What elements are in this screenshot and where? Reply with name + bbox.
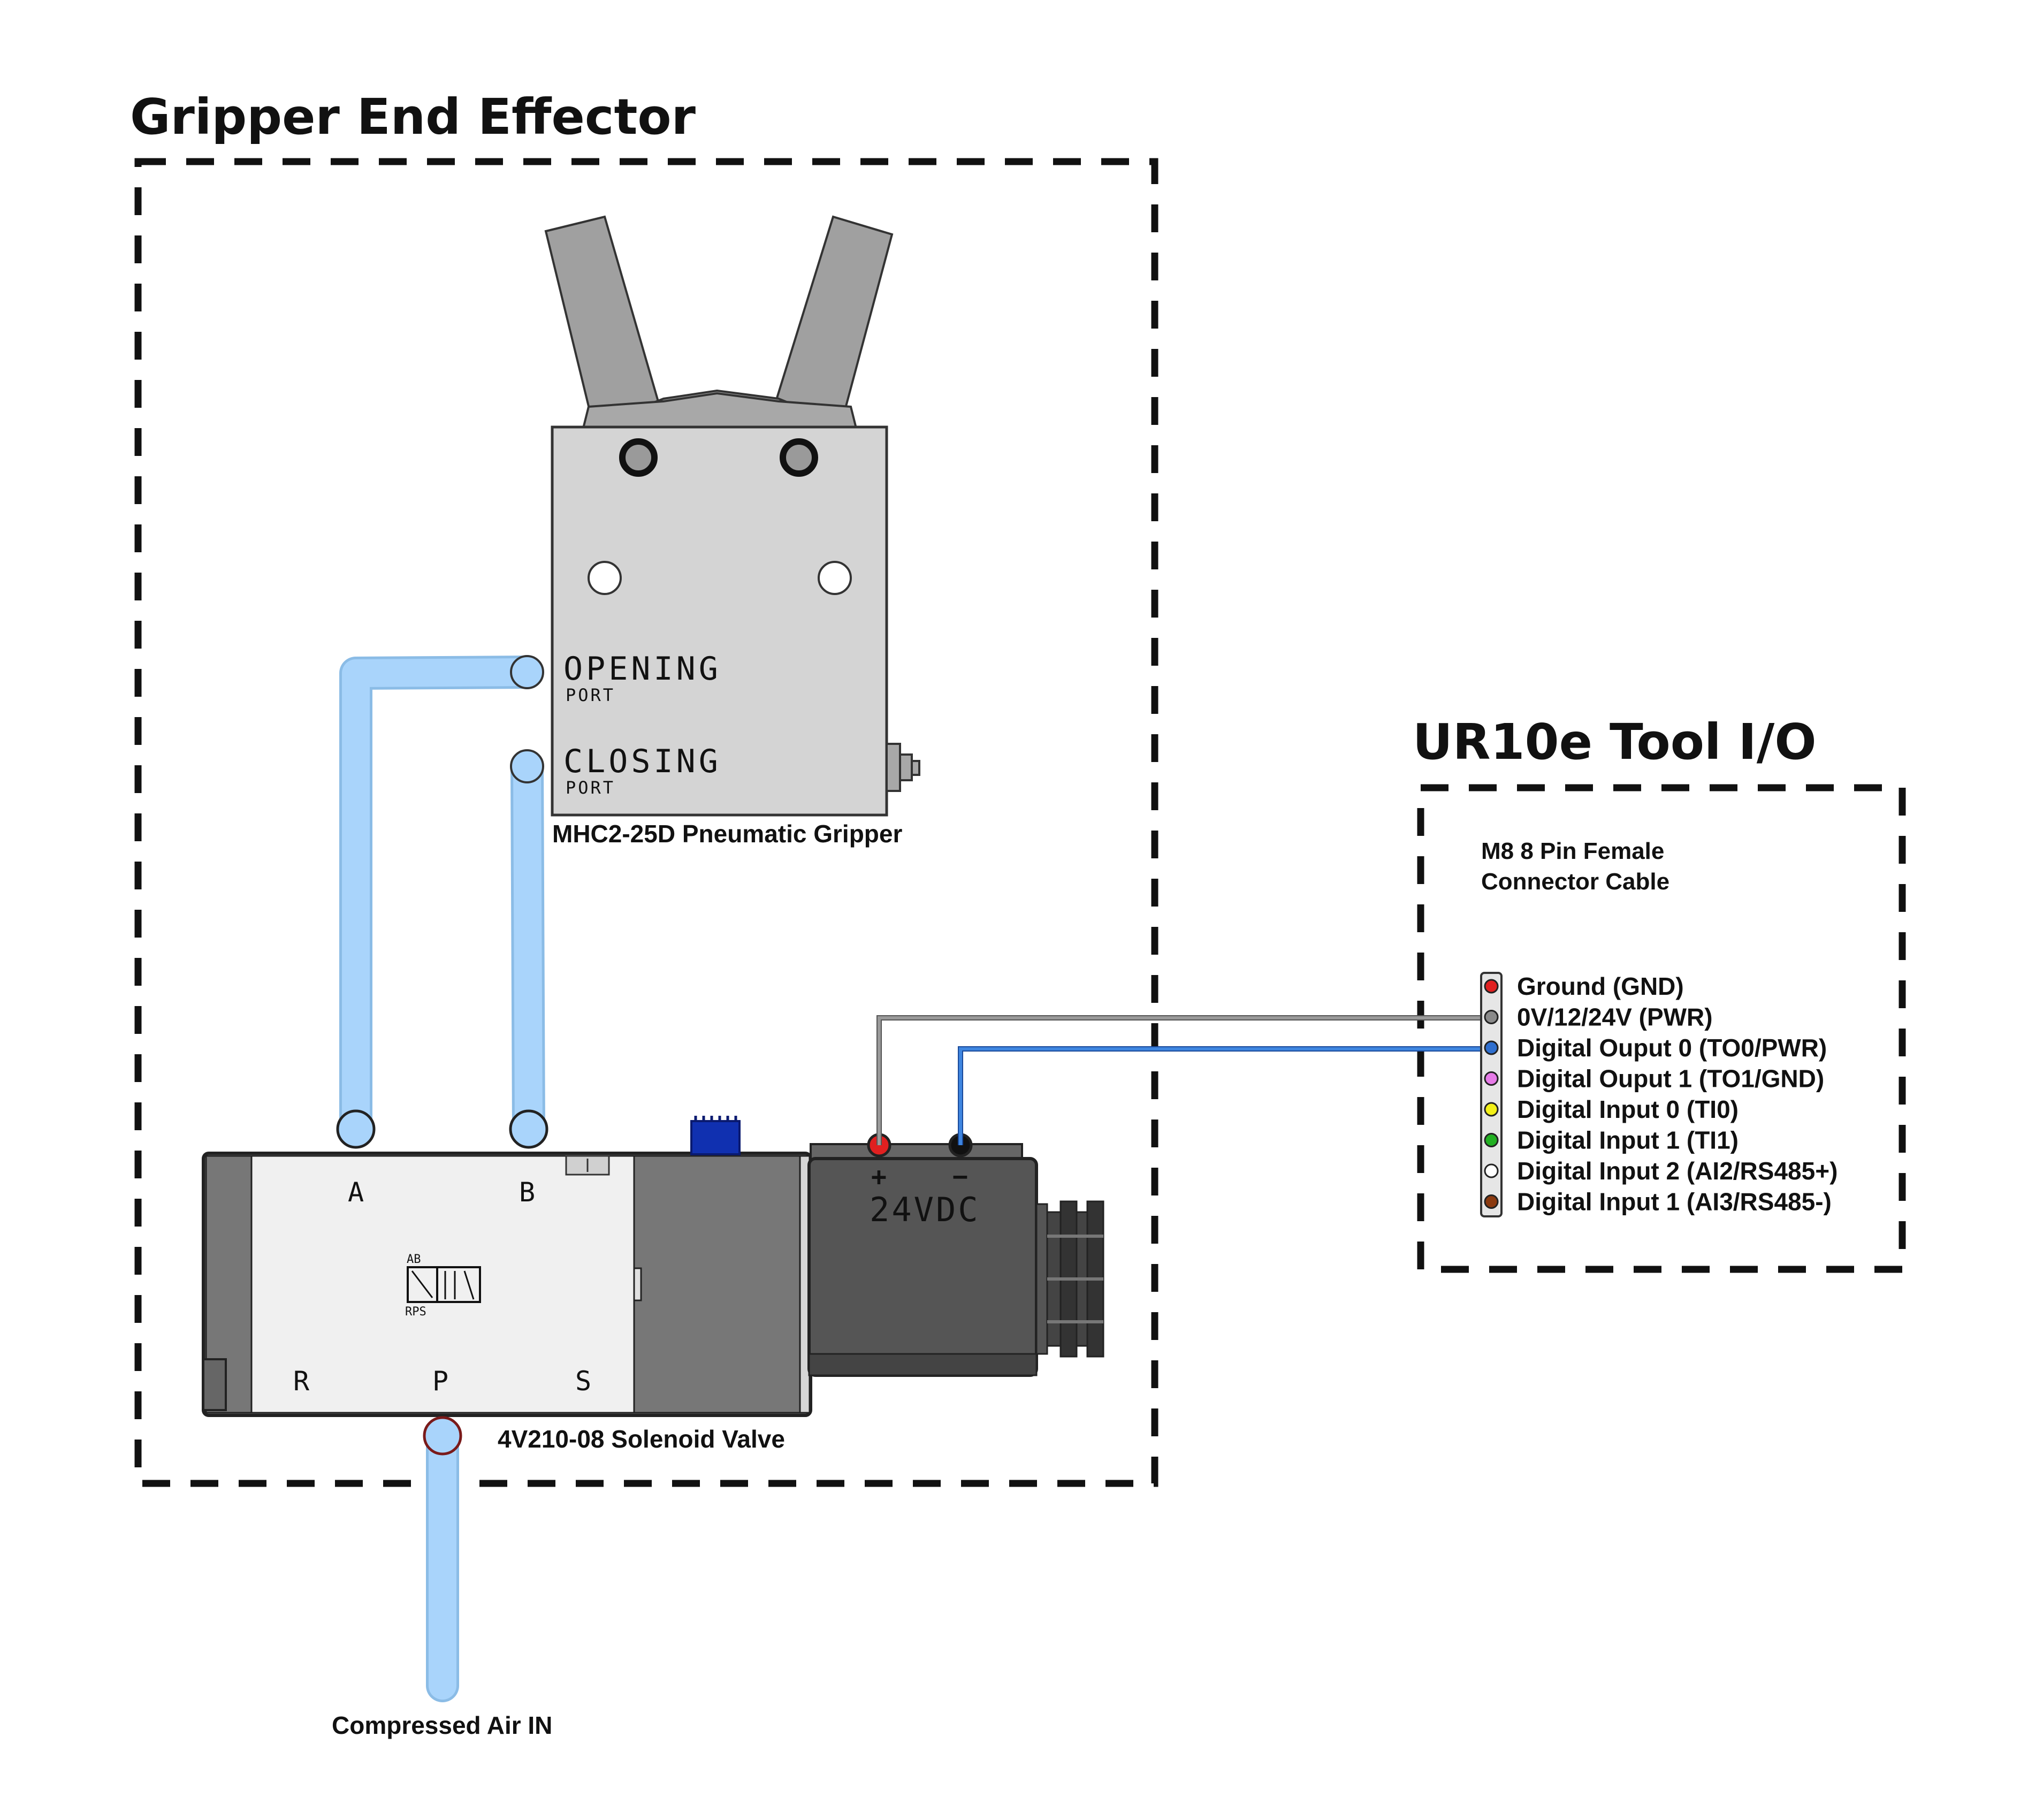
tube-a-to-opening xyxy=(342,658,541,1143)
connector-pin-dot xyxy=(1484,1102,1499,1117)
gripper-end-effector-boundary xyxy=(134,158,1158,1487)
connector-pin-dot xyxy=(1484,1071,1499,1086)
valve-port-p-fitting xyxy=(423,1416,462,1456)
valve-port-b-fitting xyxy=(509,1109,548,1149)
valve-iso-symbol: AB RPS xyxy=(405,1253,481,1319)
connector-pin-label: Ground (GND) xyxy=(1517,972,1684,1000)
connector-pin-label: Digital Input 2 (AI2/RS485+) xyxy=(1517,1157,1838,1185)
connector-pin-label: Digital Input 1 (AI3/RS485-) xyxy=(1517,1188,1832,1216)
connector-pin-dot xyxy=(1484,1010,1499,1024)
coil-bottom-edge xyxy=(808,1353,1038,1376)
valve-port-b-label: B xyxy=(519,1177,535,1208)
connector-pin-dot xyxy=(1484,1194,1499,1209)
valve-indicator-cap xyxy=(690,1120,741,1155)
connector-pin-dot xyxy=(1484,1040,1499,1055)
valve-manual-override xyxy=(202,1358,227,1411)
coil-minus-label: − xyxy=(952,1162,968,1192)
connector-pin-label: Digital Input 0 (TI0) xyxy=(1517,1095,1739,1123)
connector-pin-label: 0V/12/24V (PWR) xyxy=(1517,1003,1713,1031)
tube-b-to-closing xyxy=(513,752,543,1143)
valve-port-r-label: R xyxy=(293,1366,310,1397)
connector-caption-line1: M8 8 Pin Female xyxy=(1481,838,1664,864)
gripper-jaw-left xyxy=(544,215,660,430)
ur10e-tool-io-boundary xyxy=(1417,784,1906,1273)
gripper-jaw-right xyxy=(774,215,894,430)
opening-port-label: OPENING xyxy=(563,650,721,688)
air-tubes xyxy=(339,656,545,1702)
closing-port-fitting xyxy=(510,749,544,783)
connector-pin-label: Digital Ouput 0 (TO0/PWR) xyxy=(1517,1034,1827,1062)
coil-connector-plate xyxy=(1035,1203,1048,1355)
coil-plus-label: + xyxy=(871,1162,887,1192)
connector-caption-line2: Connector Cable xyxy=(1481,869,1669,895)
gripper-side-fitting xyxy=(886,743,901,792)
opening-port-sublabel: PORT xyxy=(566,685,615,705)
closing-port-sublabel: PORT xyxy=(566,778,615,798)
gripper-side-fitting-nut xyxy=(899,753,913,781)
closing-port-label: CLOSING xyxy=(563,743,721,780)
tube-a-to-opening-edge xyxy=(339,656,544,1146)
valve-caption: 4V210-08 Solenoid Valve xyxy=(498,1425,785,1453)
gripper-pivot-screw-left xyxy=(619,438,658,477)
ur10e-tool-io-title: UR10e Tool I/O xyxy=(1413,713,1817,771)
signal-wire xyxy=(958,1046,1491,1145)
gripper-caption: MHC2-25D Pneumatic Gripper xyxy=(552,820,902,848)
connector-pin-label: Digital Ouput 1 (TO1/GND) xyxy=(1517,1065,1824,1093)
valve-body xyxy=(250,1155,635,1414)
power-wire xyxy=(876,1015,1491,1145)
valve-port-p-label: P xyxy=(432,1366,448,1397)
valve-symbol-bottom-label: RPS xyxy=(405,1305,426,1319)
solenoid-valve: A B R P S AB RPS + − 2 xyxy=(202,1109,1104,1456)
valve-side-tab xyxy=(633,1267,642,1301)
opening-port-fitting xyxy=(510,655,544,689)
gripper-mount-hole-right xyxy=(818,561,852,595)
valve-symbol-box-right xyxy=(436,1266,481,1303)
connector-pin-list: Ground (GND) 0V/12/24V (PWR) Digital Ouput… xyxy=(1484,972,1838,1216)
connector-pin-strip xyxy=(1480,972,1503,1217)
valve-port-a-label: A xyxy=(348,1177,364,1208)
pneumatic-gripper: OPENING PORT CLOSING PORT xyxy=(544,215,920,817)
gripper-side-fitting-tip xyxy=(911,760,920,776)
gripper-end-effector-title: Gripper End Effector xyxy=(130,88,696,146)
power-wire-core xyxy=(878,1016,1491,1145)
connector-pin-dot xyxy=(1484,1163,1499,1178)
valve-indicator-ridges xyxy=(694,1116,737,1121)
gripper-pivot-screw-right xyxy=(780,438,818,477)
valve-port-s-label: S xyxy=(575,1366,591,1397)
valve-symbol-line-3 xyxy=(463,1270,475,1300)
valve-port-a-fitting xyxy=(336,1109,376,1149)
connector-pin-dot xyxy=(1484,1133,1499,1147)
valve-right-section xyxy=(633,1155,801,1414)
valve-symbol-arrow-1 xyxy=(411,1270,433,1298)
connector-pin-label: Digital Input 1 (TI1) xyxy=(1517,1126,1739,1154)
coil-voltage-label: 24VDC xyxy=(870,1190,980,1229)
connector-pin-dot xyxy=(1484,979,1499,994)
wires xyxy=(876,1015,1491,1145)
gripper-body xyxy=(551,425,888,817)
compressed-air-in-label: Compressed Air IN xyxy=(332,1711,552,1739)
valve-symbol-top-label: AB xyxy=(407,1253,421,1266)
gripper-mount-hole-left xyxy=(588,561,622,595)
signal-wire-core xyxy=(959,1047,1491,1145)
